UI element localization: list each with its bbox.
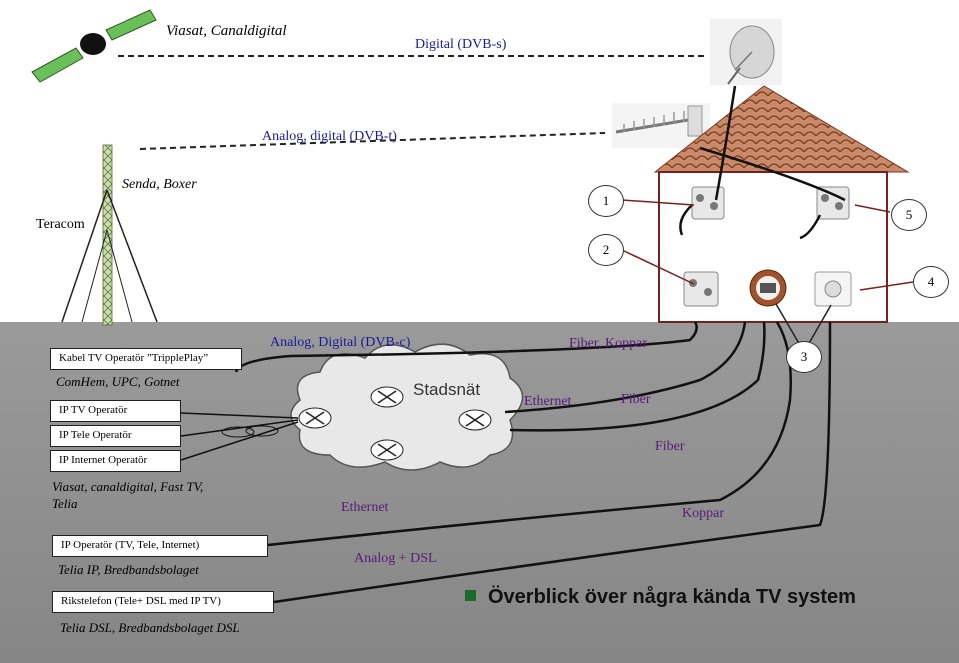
satellite-operators-label: Viasat, Canaldigital [166, 23, 287, 39]
fiber-koppar-label: Fiber, Koppar [569, 336, 647, 351]
callout-4: 4 [913, 266, 949, 298]
koppar-label: Koppar [682, 506, 724, 521]
router-icon-2 [370, 386, 404, 408]
network-socket-icon [749, 269, 787, 307]
stadsnat-label: Stadsnät [413, 380, 481, 399]
satellite-icon [31, 9, 157, 83]
title-bullet-icon [465, 590, 476, 601]
phone-socket-icon [814, 271, 852, 307]
router-icon-4 [370, 439, 404, 461]
fiber-label-2: Fiber [655, 439, 685, 454]
cable-operators-label: ComHem, UPC, Gotnet [56, 374, 180, 389]
fiber-label-1: Fiber [621, 392, 651, 407]
terrestrial-antenna-icon [612, 103, 710, 148]
tv-tower-icon [61, 144, 158, 326]
analog-dsl-label: Analog + DSL [354, 551, 437, 566]
house-icon [653, 85, 910, 323]
city-network-cloud [290, 343, 524, 471]
ip-operators-line1: Viasat, canaldigital, Fast TV, [52, 479, 204, 494]
callout-1: 1 [588, 185, 624, 217]
dvbc-label: Analog, Digital (DVB-c) [270, 335, 411, 350]
iptv-operator-box: IP TV Operatör [50, 400, 181, 422]
diagram-title: Överblick över några kända TV system [488, 586, 856, 608]
antenna-socket-icon-1 [691, 186, 725, 220]
satellite-dish-icon [710, 19, 782, 85]
antenna-socket-icon-2 [816, 186, 850, 220]
dvbs-label: Digital (DVB-s) [415, 37, 507, 52]
ip-operators-line2: Telia [52, 496, 78, 511]
dvbt-label: Analog, digital (DVB-t) [262, 129, 397, 144]
router-icon-3 [458, 409, 492, 431]
dvbt-signal-line [139, 132, 606, 150]
antenna-socket-icon-3 [683, 271, 719, 307]
rikstelefon-box: Rikstelefon (Tele+ DSL med IP TV) [52, 591, 274, 613]
tower-owner-label: Teracom [36, 217, 85, 232]
dsl-operators-label: Telia DSL, Bredbandsbolaget DSL [60, 620, 240, 635]
ethernet-label-2: Ethernet [341, 500, 389, 515]
tower-operators-label: Senda, Boxer [122, 177, 197, 192]
callout-3: 3 [786, 341, 822, 373]
ip-all-operator-box: IP Operatör (TV, Tele, Internet) [52, 535, 268, 557]
cable-tv-operator-box: Kabel TV Operatör ”TripplePlay” [50, 348, 242, 370]
callout-5: 5 [891, 199, 927, 231]
iptele-operator-box: IP Tele Operatör [50, 425, 181, 447]
ip-all-operators-label: Telia IP, Bredbandsbolaget [58, 562, 199, 577]
ipinternet-operator-box: IP Internet Operatör [50, 450, 181, 472]
callout-2: 2 [588, 234, 624, 266]
ethernet-label-1: Ethernet [524, 394, 572, 409]
router-icon-1 [298, 407, 332, 429]
